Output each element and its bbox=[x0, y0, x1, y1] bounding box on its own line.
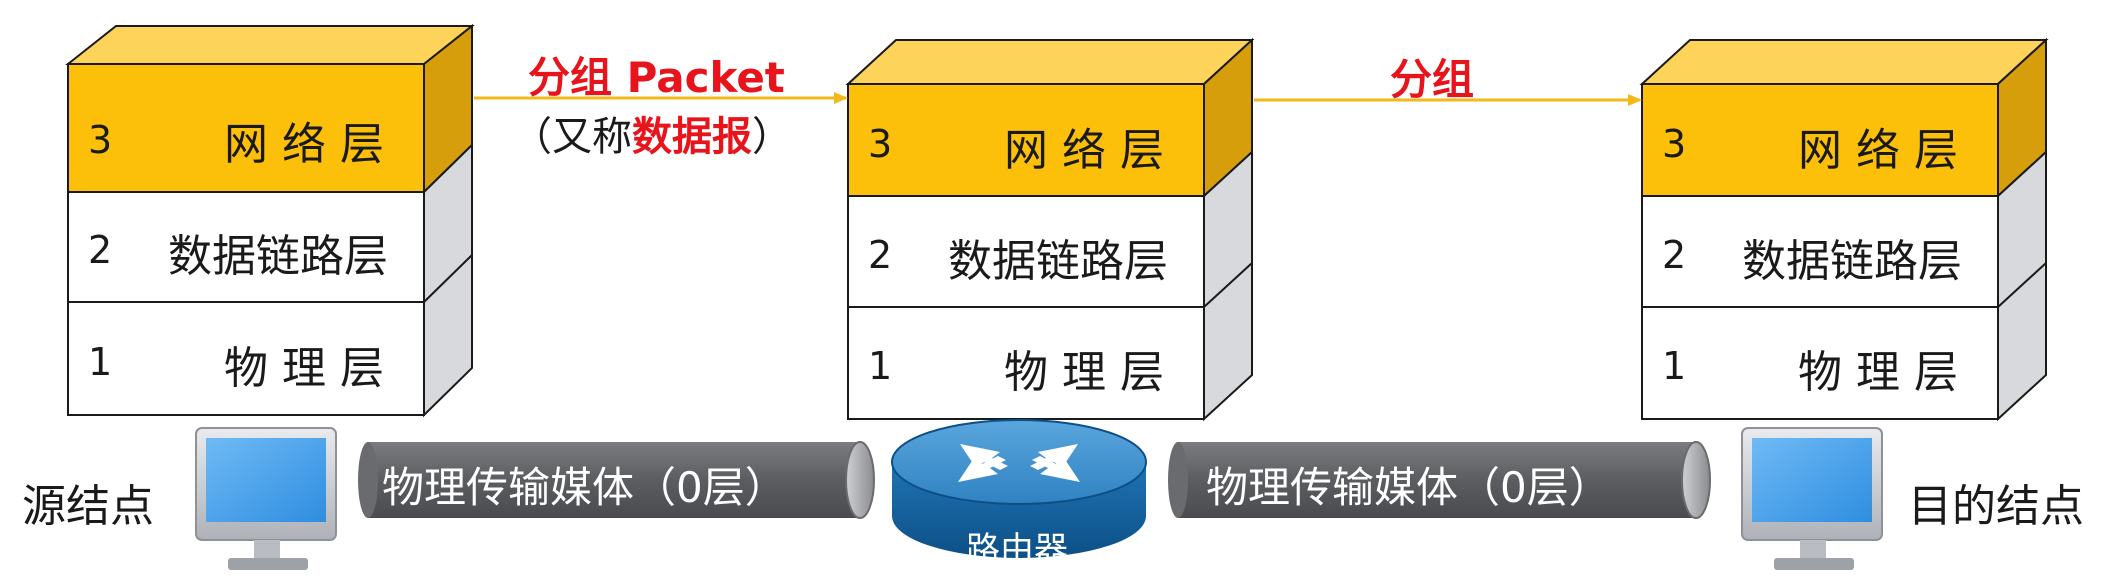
layer-name-datalink: 数据链路层 bbox=[1742, 236, 1962, 287]
layer-name-network: 网 络 层 bbox=[224, 119, 384, 170]
stack-top-face bbox=[1639, 39, 2049, 85]
layer-name-network: 网 络 层 bbox=[1004, 125, 1164, 176]
stack-destination bbox=[1639, 37, 2049, 422]
layer-name-physical: 物 理 层 bbox=[1798, 347, 1958, 398]
layer-number: 2 bbox=[1662, 233, 1687, 277]
sublabel-close: ） bbox=[752, 114, 792, 160]
destination-node-label: 目的结点 bbox=[1908, 481, 2084, 532]
layer-number: 1 bbox=[88, 340, 113, 384]
physical-layer-box bbox=[1641, 306, 1999, 420]
packet-sublabel: （又称数据报） bbox=[512, 104, 792, 162]
layer-name-network: 网 络 层 bbox=[1798, 125, 1958, 176]
packet-label-2: 分组 bbox=[1390, 55, 1475, 104]
layer-name-datalink: 数据链路层 bbox=[948, 236, 1168, 287]
cable-right-label: 物理传输媒体（0层） bbox=[1206, 463, 1611, 512]
layer-number: 3 bbox=[868, 122, 893, 166]
network-layer-box bbox=[847, 83, 1205, 197]
layer-name-physical: 物 理 层 bbox=[224, 343, 384, 394]
source-computer-icon bbox=[195, 427, 337, 570]
router-icon bbox=[891, 419, 1147, 558]
layer-name-physical: 物 理 层 bbox=[1004, 347, 1164, 398]
stack-source bbox=[65, 23, 475, 418]
destination-computer-icon bbox=[1741, 427, 1883, 570]
network-layer-box bbox=[1641, 83, 1999, 197]
datalink-layer-box bbox=[847, 195, 1205, 308]
cable-left bbox=[358, 441, 875, 519]
layer-name-datalink: 数据链路层 bbox=[168, 231, 388, 282]
router-label: 路由器 bbox=[966, 530, 1068, 570]
packet-label: 分组 Packet bbox=[528, 53, 785, 102]
layer-number: 1 bbox=[1662, 344, 1687, 388]
datagram-term: 数据报 bbox=[632, 114, 752, 160]
layer-number: 2 bbox=[88, 228, 113, 272]
cable-right bbox=[1168, 441, 1711, 519]
layer-number: 3 bbox=[1662, 122, 1687, 166]
cable-left-label: 物理传输媒体（0层） bbox=[382, 463, 787, 512]
layer-number: 1 bbox=[868, 344, 893, 388]
network-layer-box bbox=[67, 63, 425, 193]
datalink-layer-box bbox=[1641, 195, 1999, 308]
physical-layer-box bbox=[847, 306, 1205, 420]
sublabel-open: （又称 bbox=[512, 114, 632, 160]
layer-number: 2 bbox=[868, 233, 893, 277]
stack-router bbox=[845, 37, 1255, 422]
physical-layer-box bbox=[67, 301, 425, 416]
lower-layers-side bbox=[423, 142, 473, 418]
layer-number: 3 bbox=[88, 118, 113, 162]
source-node-label: 源结点 bbox=[22, 481, 154, 532]
stack-top-face bbox=[845, 39, 1255, 85]
stack-top-face bbox=[65, 25, 475, 65]
